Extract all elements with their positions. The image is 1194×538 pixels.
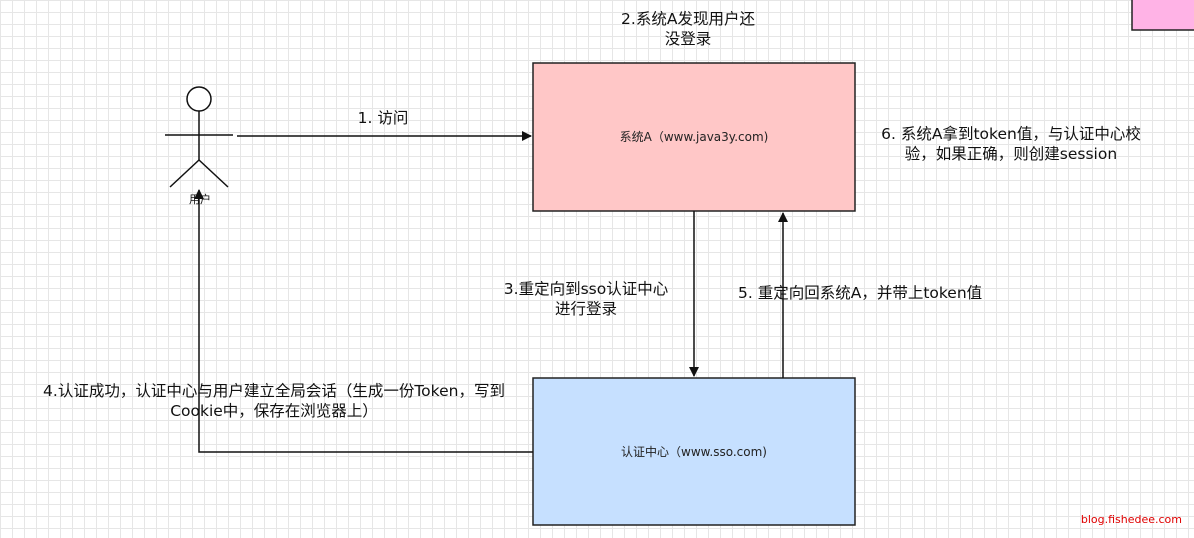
step6-label: 6. 系统A拿到token值，与认证中心校 验，如果正确，则创建session	[881, 125, 1141, 163]
sso-label: 认证中心（www.sso.com)	[621, 445, 767, 459]
sso-box[interactable]	[532, 377, 856, 526]
watermark: blog.fishedee.com	[1080, 513, 1182, 526]
arrow-step4	[194, 189, 533, 453]
step3-label: 3.重定向到sso认证中心 进行登录	[503, 280, 669, 318]
step4-label: 4.认证成功，认证中心与用户建立全局会话（生成一份Token，写到 Cookie…	[43, 382, 505, 420]
system-a-box[interactable]	[532, 62, 856, 212]
actor-figure	[165, 86, 233, 188]
corner-shape	[1131, 0, 1194, 31]
step2-label: 2.系统A发现用户还 没登录	[621, 10, 755, 48]
system-a-label: 系统A（www.java3y.com)	[619, 130, 769, 144]
step1-label: 1. 访问	[357, 109, 409, 127]
step5-label: 5. 重定向回系统A，并带上token值	[738, 284, 983, 302]
actor-label: 用户	[189, 193, 211, 206]
